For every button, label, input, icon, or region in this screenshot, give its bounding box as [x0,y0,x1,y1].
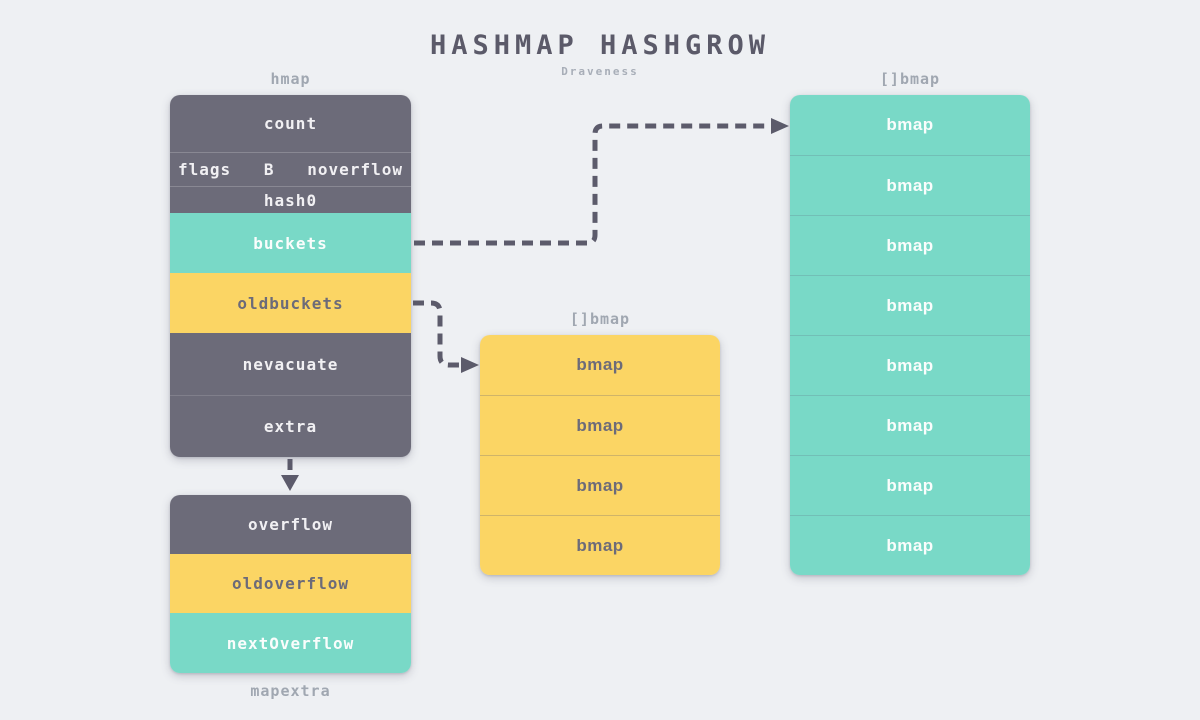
bmap-cell: bmap [790,215,1030,275]
bmap-cell: bmap [790,455,1030,515]
old-bmap-array: bmap bmap bmap bmap [480,335,720,575]
bmap-cell: bmap [790,335,1030,395]
bmap-cell: bmap [790,395,1030,455]
hmap-row-extra: extra [170,395,411,457]
mapextra-row-overflow: overflow [170,495,411,554]
flags-field-label: flags [178,160,232,179]
mapextra-row-nextoverflow: nextOverflow [170,613,411,673]
arrow-buckets-to-bmap-array [414,123,770,246]
arrowhead-right-array [771,118,789,134]
bmap-cell: bmap [480,455,720,515]
hmap-struct: count flags B noverflow hash0 buckets ol… [170,95,411,457]
mapextra-struct: overflow oldoverflow nextOverflow [170,495,411,673]
bmap-cell: bmap [790,155,1030,215]
mapextra-row-oldoverflow: oldoverflow [170,554,411,613]
hmap-row-oldbuckets: oldbuckets [170,273,411,333]
arrowhead-old-array [461,357,479,373]
diagram-subtitle: Draveness [561,65,639,78]
noverflow-field-label: noverflow [307,160,403,179]
mapextra-label: mapextra [250,682,331,700]
bmap-cell: bmap [480,515,720,575]
new-bmap-array-label: []bmap [879,70,941,88]
hmap-row-flags-b-noverflow: flags B noverflow [170,152,411,186]
new-bmap-array: bmap bmap bmap bmap bmap bmap bmap bmap [790,95,1030,575]
arrow-oldbuckets-to-old-bmap-array [413,300,460,368]
bmap-cell: bmap [790,275,1030,335]
b-field-label: B [263,160,275,179]
bmap-cell: bmap [790,515,1030,575]
hmap-row-buckets: buckets [170,213,411,273]
hmap-row-count: count [170,95,411,152]
hmap-row-nevacuate: nevacuate [170,333,411,395]
arrowhead-mapextra [281,475,299,491]
bmap-cell: bmap [480,395,720,455]
diagram-title: HASHMAP HASHGROW [429,30,771,61]
bmap-cell: bmap [480,335,720,395]
old-bmap-array-label: []bmap [569,310,631,328]
hmap-row-hash0: hash0 [170,186,411,213]
hmap-label: hmap [270,70,311,88]
bmap-cell: bmap [790,95,1030,155]
